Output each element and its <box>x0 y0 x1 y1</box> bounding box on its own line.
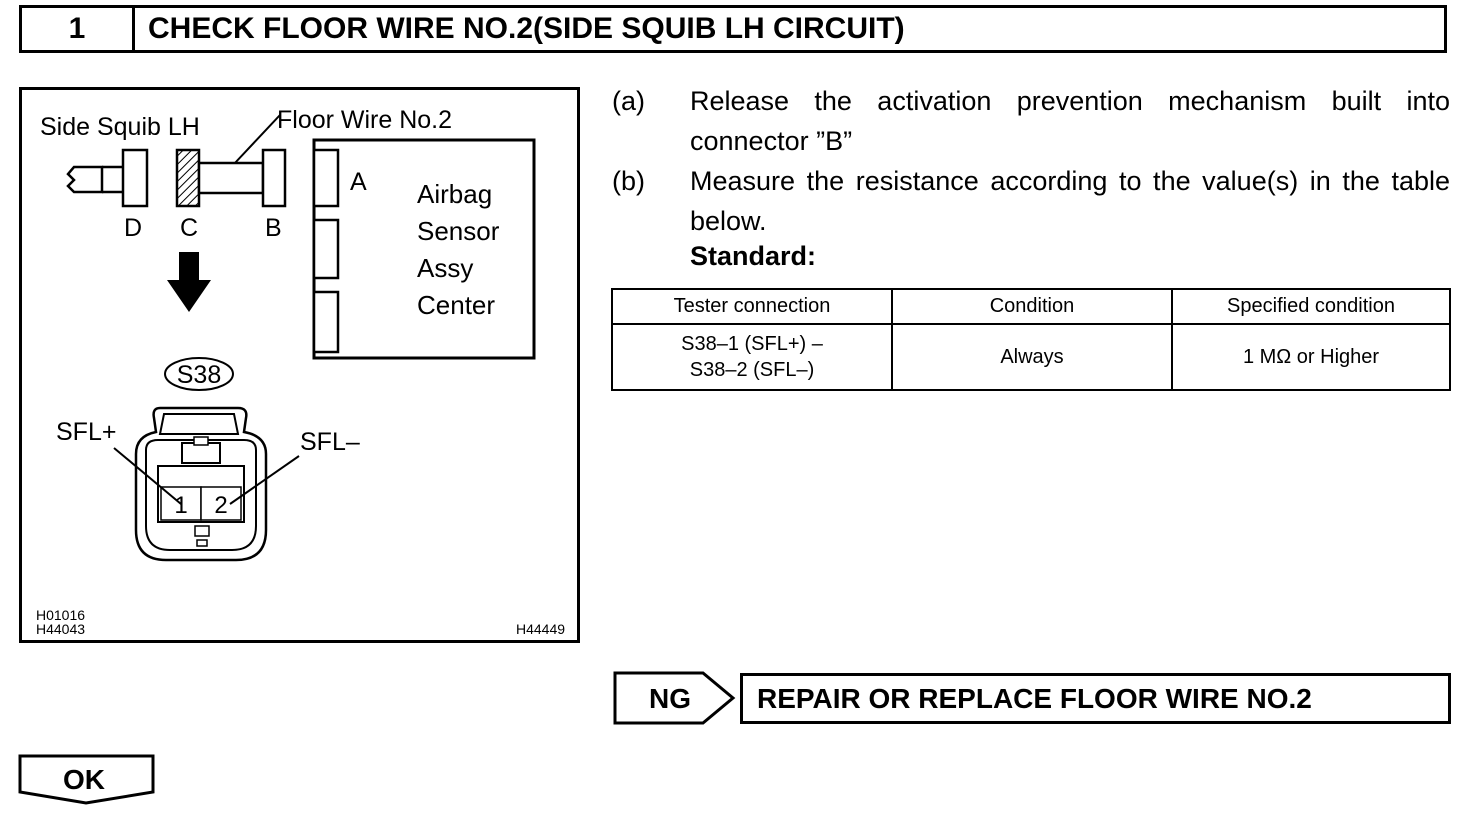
sfl-minus-leader <box>229 455 300 505</box>
table-cell-tester: S38–1 (SFL+) – S38–2 (SFL–) <box>611 323 893 391</box>
connector-id-label: S38 <box>177 361 221 389</box>
floor-wire-body <box>197 161 265 195</box>
airbag-label-4: Center <box>417 290 495 320</box>
ok-label: OK <box>63 764 105 795</box>
figure-code-3: H44449 <box>516 621 565 637</box>
table-header-tester: Tester connection <box>611 288 893 325</box>
connector-d-label: D <box>124 214 142 242</box>
diagram-svg: Side Squib LH Floor Wire No.2 D C B A Ai… <box>36 106 565 637</box>
ng-result-box: REPAIR OR REPLACE FLOOR WIRE NO.2 <box>740 673 1451 724</box>
connector-b-label: B <box>265 214 282 242</box>
step-b: (b) Measure the resistance according to … <box>612 161 1452 241</box>
airbag-label-2: Sensor <box>417 216 500 246</box>
connector-diagram: Side Squib LH Floor Wire No.2 D C B A Ai… <box>19 87 580 643</box>
sfl-minus-label: SFL– <box>300 428 360 456</box>
sfl-plus-label: SFL+ <box>56 418 116 446</box>
airbag-label-1: Airbag <box>417 179 492 209</box>
connector-d <box>121 148 149 208</box>
ng-result-text: REPAIR OR REPLACE FLOOR WIRE NO.2 <box>757 682 1312 714</box>
airbag-connector-3 <box>312 290 340 354</box>
step-title: CHECK FLOOR WIRE NO.2(SIDE SQUIB LH CIRC… <box>148 12 905 45</box>
connector-b <box>261 148 287 208</box>
standard-label: Standard: <box>690 241 817 271</box>
table-row: S38–1 (SFL+) – S38–2 (SFL–) Always 1 MΩ … <box>611 323 1451 391</box>
table-header-specified: Specified condition <box>1171 288 1451 325</box>
pin-2-label: 2 <box>214 492 227 519</box>
figure-code-2: H44043 <box>36 621 85 637</box>
step-number: 1 <box>22 8 135 50</box>
step-b-marker: (b) <box>612 166 645 196</box>
table-cell-condition: Always <box>891 323 1173 391</box>
tester-line-2: S38–2 (SFL–) <box>689 359 815 381</box>
airbag-sensor-box <box>312 138 536 360</box>
table-header-row: Tester connection Condition Specified co… <box>611 288 1451 325</box>
down-arrow-icon <box>167 252 211 312</box>
connector-a <box>312 148 340 208</box>
connector-c-label: C <box>180 214 198 242</box>
pin-2-cell <box>200 486 242 521</box>
side-squib-label: Side Squib LH <box>40 113 200 141</box>
step-a-marker: (a) <box>612 86 645 116</box>
ng-arrow: NG <box>613 671 736 725</box>
sfl-plus-leader <box>113 447 182 505</box>
spec-table: Tester connection Condition Specified co… <box>611 288 1451 391</box>
step-b-text: Measure the resistance according to the … <box>690 166 1450 236</box>
table-cell-specified: 1 MΩ or Higher <box>1171 323 1451 391</box>
airbag-connector-2 <box>312 218 340 280</box>
squib-plug <box>66 165 104 194</box>
airbag-label-3: Assy <box>417 253 473 283</box>
connector-a-label: A <box>350 168 367 196</box>
step-a: (a) Release the activation prevention me… <box>612 81 1452 161</box>
connector-id-oval <box>164 357 234 391</box>
ok-arrow: OK <box>18 754 155 805</box>
floor-wire-label: Floor Wire No.2 <box>277 106 452 134</box>
tester-line-1: S38–1 (SFL+) – <box>681 333 823 355</box>
pin-1-label: 1 <box>174 492 187 519</box>
ng-label: NG <box>649 683 691 714</box>
figure-code-1: H01016 <box>36 607 85 623</box>
table-header-condition: Condition <box>891 288 1173 325</box>
connector-latch <box>158 413 240 435</box>
floor-wire-leader <box>233 114 281 165</box>
connector-lock-tab <box>181 442 221 464</box>
connector-c <box>175 148 201 208</box>
step-a-text: Release the activation prevention mechan… <box>690 86 1450 156</box>
step-header: 1 CHECK FLOOR WIRE NO.2(SIDE SQUIB LH CI… <box>19 5 1447 53</box>
